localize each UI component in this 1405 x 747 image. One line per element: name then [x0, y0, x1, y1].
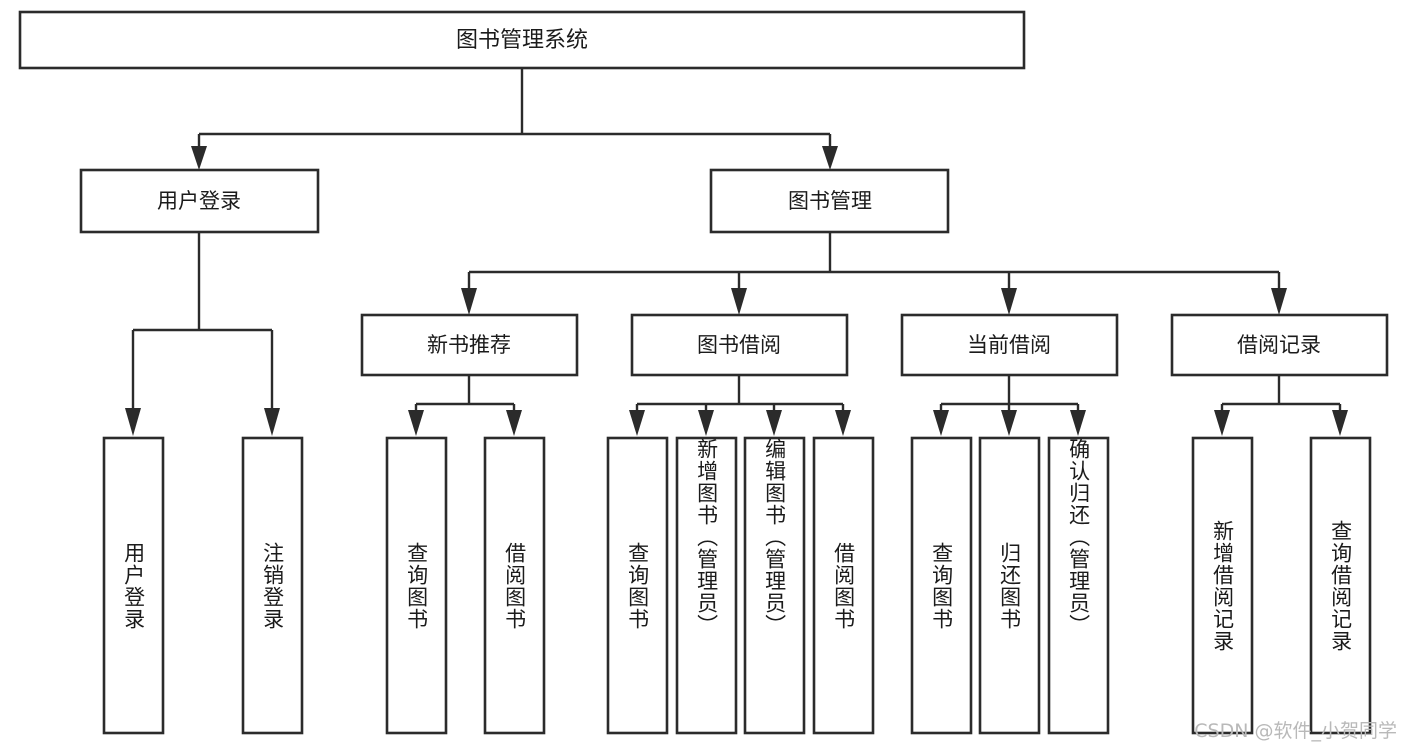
arrow-head-leaf-query-book-2	[629, 410, 645, 436]
leaf-box-user-login[interactable]	[102, 436, 165, 735]
leaf-box-edit-book[interactable]	[743, 436, 806, 735]
node-book-borrow-label: 图书借阅	[697, 333, 781, 357]
connector-book-borrow-to-leaves	[629, 375, 851, 436]
node-book-manage[interactable]: 图书管理	[709, 168, 950, 234]
leaf-box-return-book[interactable]	[978, 436, 1041, 735]
arrow-head-leaf-borrow-book-2	[835, 410, 851, 436]
node-book-borrow[interactable]: 图书借阅	[630, 313, 849, 377]
connector-root-to-level2	[191, 68, 838, 170]
leaf-box-query-book-1[interactable]	[385, 436, 448, 735]
arrow-head-leaf-query-book-3	[933, 410, 949, 436]
watermark-text: CSDN @软件_小贺同学	[1194, 720, 1397, 742]
node-book-borrow-box[interactable]	[630, 313, 849, 377]
node-borrow-record[interactable]: 借阅记录	[1170, 313, 1389, 377]
node-new-book-rec-box[interactable]	[360, 313, 579, 377]
arrow-head-leaf-add-book	[698, 410, 714, 436]
leaf-box-query-record[interactable]	[1309, 436, 1372, 735]
node-user-login-label: 用户登录	[157, 189, 241, 213]
arrow-head-leaf-confirm-return	[1070, 410, 1086, 436]
node-root[interactable]: 图书管理系统	[18, 10, 1026, 70]
arrow-head-leaf-add-record	[1214, 410, 1230, 436]
node-root-label: 图书管理系统	[456, 28, 588, 53]
connector-user-login-to-leaves	[125, 232, 280, 436]
arrow-head-book-manage	[822, 146, 838, 170]
arrow-head-leaf-return-book	[1001, 410, 1017, 436]
connector-book-manage-to-level3	[461, 232, 1287, 315]
arrow-head-leaf-logout	[264, 408, 280, 436]
node-new-book-rec-label: 新书推荐	[427, 333, 511, 357]
node-new-book-rec[interactable]: 新书推荐	[360, 313, 579, 377]
arrow-head-user-login	[191, 146, 207, 170]
leaf-box-query-book-2[interactable]	[606, 436, 669, 735]
arrow-head-book-borrow	[731, 288, 747, 315]
arrow-head-leaf-user-login	[125, 408, 141, 436]
node-user-login-box[interactable]	[79, 168, 320, 234]
leaf-box-borrow-book-1[interactable]	[483, 436, 546, 735]
leaf-box-confirm-return[interactable]	[1047, 436, 1110, 735]
connector-new-book-rec-to-leaves	[408, 375, 522, 436]
leaf-boxes	[102, 436, 1372, 735]
leaf-box-add-record[interactable]	[1191, 436, 1254, 735]
leaf-box-query-book-3[interactable]	[910, 436, 973, 735]
arrow-head-leaf-query-book-1	[408, 410, 424, 436]
arrow-head-leaf-borrow-book-1	[506, 410, 522, 436]
node-current-borrow[interactable]: 当前借阅	[900, 313, 1119, 377]
node-borrow-record-box[interactable]	[1170, 313, 1389, 377]
node-borrow-record-label: 借阅记录	[1237, 333, 1321, 357]
node-book-manage-box[interactable]	[709, 168, 950, 234]
node-user-login[interactable]: 用户登录	[79, 168, 320, 234]
arrow-head-new-book-rec	[461, 288, 477, 315]
leaf-box-add-book[interactable]	[675, 436, 738, 735]
node-book-manage-label: 图书管理	[788, 189, 872, 213]
connector-borrow-record-to-leaves	[1214, 375, 1348, 436]
node-current-borrow-box[interactable]	[900, 313, 1119, 377]
node-root-box[interactable]	[18, 10, 1026, 70]
leaf-box-borrow-book-2[interactable]	[812, 436, 875, 735]
connector-current-borrow-to-leaves	[933, 375, 1086, 436]
arrow-head-borrow-record	[1271, 288, 1287, 315]
arrow-head-current-borrow	[1001, 288, 1017, 315]
node-current-borrow-label: 当前借阅	[967, 333, 1051, 357]
leaf-box-logout[interactable]	[241, 436, 304, 735]
arrow-head-leaf-query-record	[1332, 410, 1348, 436]
arrow-head-leaf-edit-book	[766, 410, 782, 436]
